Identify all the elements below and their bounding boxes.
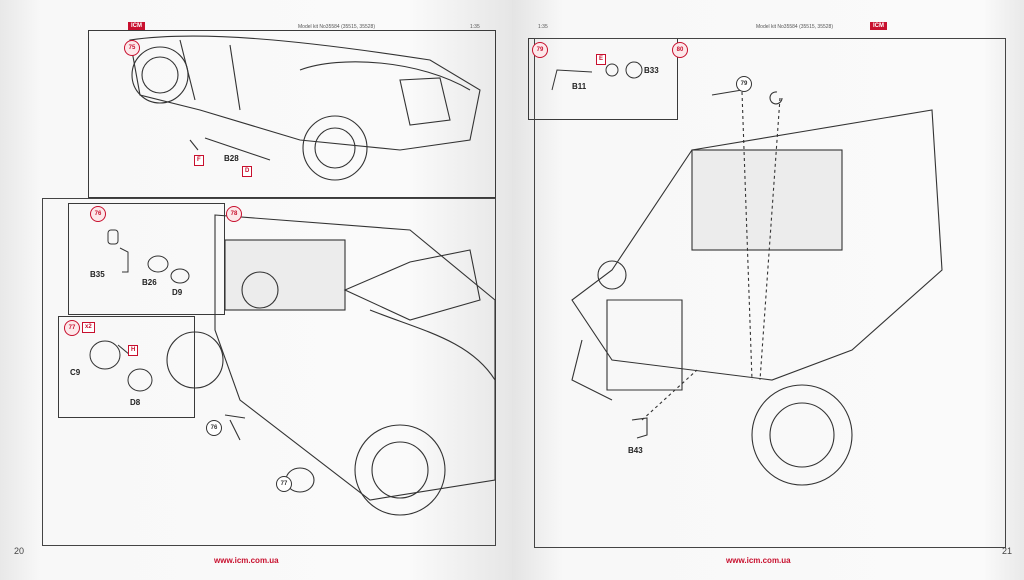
part-label: B43 bbox=[628, 446, 643, 455]
header-scale: 1:35 bbox=[538, 24, 548, 30]
part-label: B26 bbox=[142, 278, 157, 287]
page-number: 21 bbox=[1002, 546, 1013, 556]
step-number: 75 bbox=[124, 40, 140, 56]
step-75-frame bbox=[88, 30, 496, 198]
step-77-frame bbox=[58, 316, 195, 418]
part-label: B35 bbox=[90, 270, 105, 279]
callout: 79 bbox=[736, 76, 752, 92]
part-label: D9 bbox=[172, 288, 183, 297]
step-number: 80 bbox=[672, 42, 688, 58]
left-page-drawings bbox=[89, 35, 496, 516]
step-number: 76 bbox=[90, 206, 106, 222]
part-label: E bbox=[596, 54, 607, 65]
right-page: 1:35 Model kit No35584 (35515, 35528) IC… bbox=[512, 0, 1024, 580]
part-label: F bbox=[194, 155, 204, 166]
right-page-drawings bbox=[551, 61, 943, 486]
part-label: D8 bbox=[130, 398, 141, 407]
part-label: B28 bbox=[224, 154, 239, 163]
website-url: www.icm.com.ua bbox=[214, 556, 279, 565]
part-label: D bbox=[242, 166, 253, 177]
step-number: 78 bbox=[226, 206, 242, 222]
website-url: www.icm.com.ua bbox=[726, 556, 791, 565]
part-label: C9 bbox=[70, 368, 81, 377]
step-80-frame bbox=[534, 38, 1006, 548]
step-number: 77 bbox=[64, 320, 80, 336]
part-label: B33 bbox=[644, 66, 659, 75]
part-label: H bbox=[128, 345, 139, 356]
brand-logo: ICM bbox=[870, 22, 887, 30]
header-scale: 1:35 bbox=[470, 24, 480, 30]
header-model: Model kit No35584 (35515, 35528) bbox=[298, 24, 375, 30]
left-page: ICM Model kit No35584 (35515, 35528) 1:3… bbox=[0, 0, 512, 580]
part-label: B11 bbox=[572, 82, 587, 91]
callout: 76 bbox=[206, 420, 222, 436]
callout: 77 bbox=[276, 476, 292, 492]
page-number: 20 bbox=[14, 546, 25, 556]
step-number: 79 bbox=[532, 42, 548, 58]
copies-label: x2 bbox=[82, 322, 95, 333]
brand-logo: ICM bbox=[128, 22, 145, 30]
header-model: Model kit No35584 (35515, 35528) bbox=[756, 24, 833, 30]
